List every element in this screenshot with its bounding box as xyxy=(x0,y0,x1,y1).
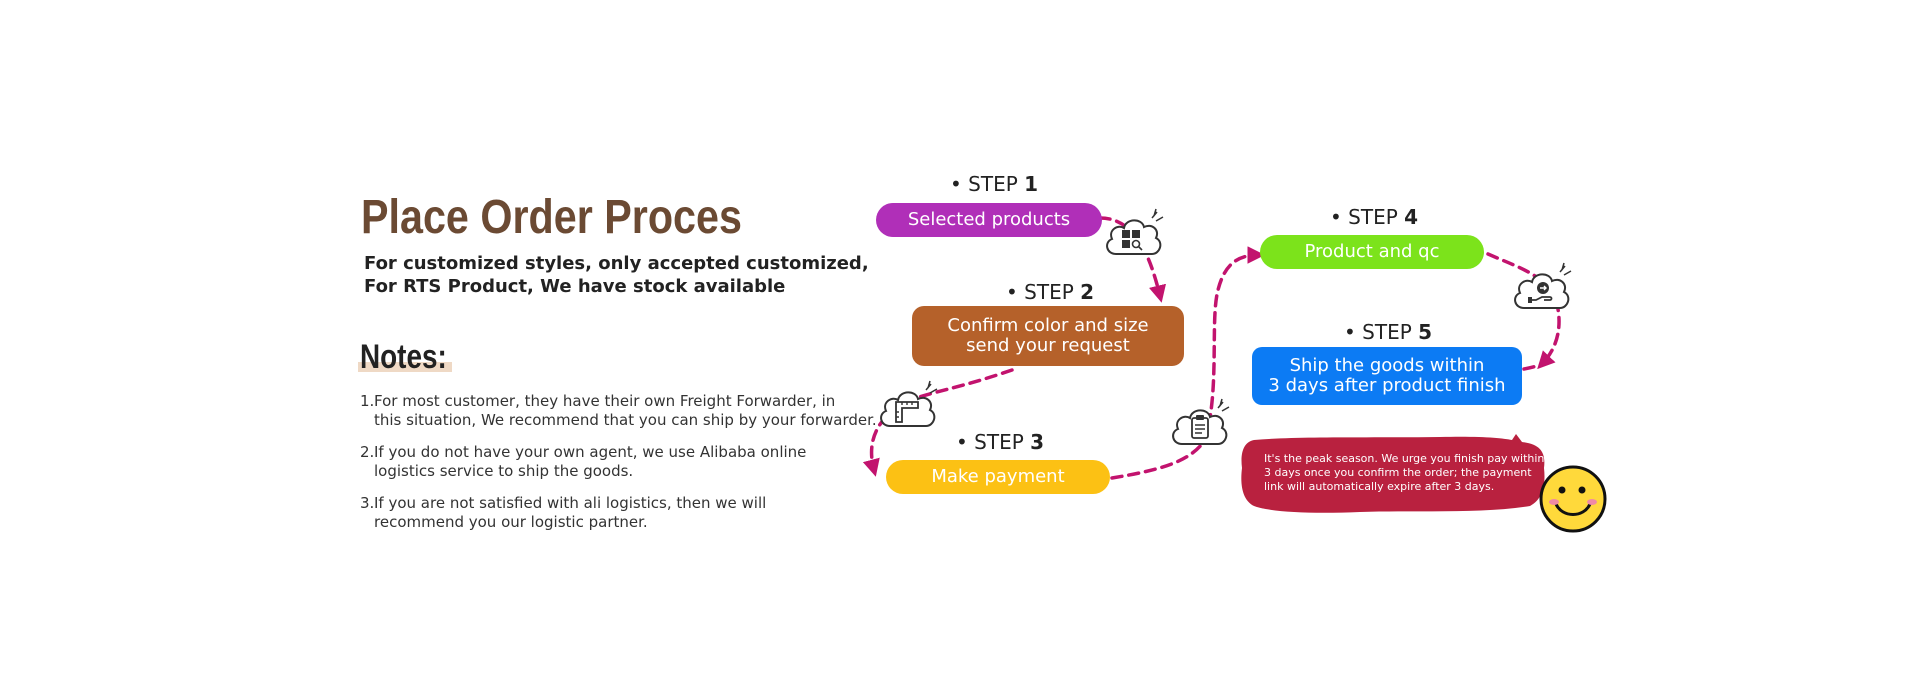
arrow-step3-to-step4 xyxy=(1110,246,1265,480)
arrow-step5-connector xyxy=(1522,356,1558,371)
step-3-pill: Make payment xyxy=(886,460,1110,494)
peak-season-notice-background xyxy=(1241,434,1545,513)
hand-coin-icon xyxy=(1510,260,1574,316)
step-1-label: • STEP 1 xyxy=(950,172,1039,196)
step-1-pill: Selected products xyxy=(876,203,1102,237)
clipboard-icon xyxy=(1168,396,1232,452)
subtitle-line-1: For customized styles, only accepted cus… xyxy=(364,253,869,274)
arrow-step1-to-step2 xyxy=(1098,216,1167,303)
ruler-icon xyxy=(876,378,940,434)
page-subtitle: For customized styles, only accepted cus… xyxy=(364,252,869,298)
step-5-label: • STEP 5 xyxy=(1344,320,1433,344)
step-5-pill: Ship the goods within 3 days after produ… xyxy=(1252,347,1522,405)
step-2-label: • STEP 2 xyxy=(1006,280,1095,304)
subtitle-line-2: For RTS Product, We have stock available xyxy=(364,276,786,297)
notes-heading: Notes: xyxy=(360,338,447,376)
smiley-face-icon xyxy=(1539,465,1607,533)
step-4-label: • STEP 4 xyxy=(1330,205,1419,229)
grid-search-icon xyxy=(1102,208,1166,264)
page-title: Place Order Proces xyxy=(361,191,742,244)
step-4-pill: Product and qc xyxy=(1260,235,1484,269)
notes-heading-highlight xyxy=(358,362,452,372)
peak-season-notice: It's the peak season. We urge you finish… xyxy=(1264,452,1545,493)
step-3-label: • STEP 3 xyxy=(956,430,1045,454)
step-2-pill: Confirm color and size send your request xyxy=(912,306,1184,366)
